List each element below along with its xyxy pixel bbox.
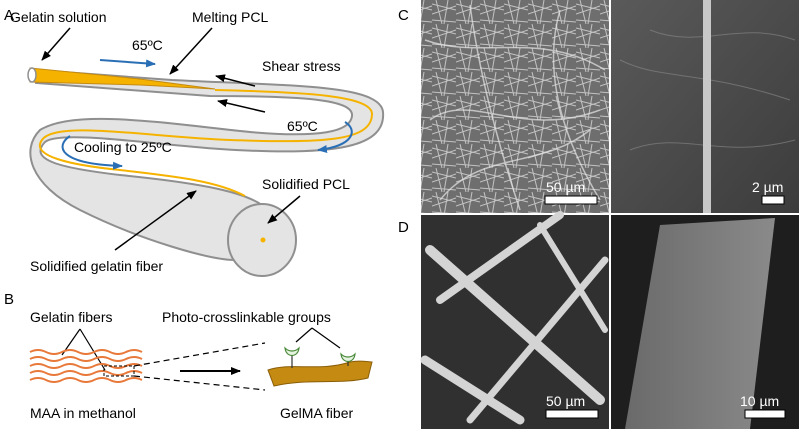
fiber-dot bbox=[260, 237, 266, 243]
label-maa: MAA in methanol bbox=[30, 405, 136, 421]
gelma-fiber-shape bbox=[267, 360, 373, 387]
zoom-line-top bbox=[133, 342, 266, 367]
arrow-melting-pcl bbox=[169, 27, 213, 75]
gelatin-fiber-line bbox=[38, 89, 374, 197]
label-gelatin-solution: Gelatin solution bbox=[10, 9, 107, 25]
label-gelatin-fibers: Gelatin fibers bbox=[30, 309, 112, 325]
panel-letter-a: A bbox=[4, 7, 14, 24]
scalebar-c-right-label: 2 µm bbox=[752, 179, 783, 195]
flow-arrow-cooling bbox=[61, 135, 123, 170]
label-shear-stress: Shear stress bbox=[262, 58, 341, 74]
scalebar-c-left bbox=[544, 195, 598, 205]
label-gelma: GelMA fiber bbox=[280, 405, 353, 421]
label-cooling: Cooling to 25ºC bbox=[74, 139, 172, 155]
sem-wide-fiber bbox=[625, 218, 775, 429]
label-photo-groups: Photo-crosslinkable groups bbox=[162, 309, 331, 325]
panel-letter-c: C bbox=[398, 7, 409, 24]
label-melting-pcl: Melting PCL bbox=[192, 9, 268, 25]
sem-fibers-d-left bbox=[420, 211, 609, 425]
scalebar-c-right bbox=[761, 195, 785, 205]
label-solidified-gelatin-fiber: Solidified gelatin fiber bbox=[30, 258, 163, 274]
tube-opening bbox=[27, 67, 37, 83]
panel-d: D 50 µm 10 µm bbox=[398, 211, 799, 429]
panel-c: C 50 µm 2 µm bbox=[398, 0, 799, 213]
gelatin-fiber-bundle bbox=[29, 349, 143, 383]
arrow-shear-top bbox=[215, 74, 256, 87]
panel-a: A Gelatin solution Melting PCL 65ºC Shea… bbox=[4, 7, 385, 277]
sem-fibers-c-left bbox=[424, 4, 606, 211]
flow-arrow-right bbox=[317, 121, 353, 153]
scalebar-d-left-label: 50 µm bbox=[546, 393, 585, 409]
label-temp-top: 65ºC bbox=[132, 37, 163, 53]
crosslink-group-2 bbox=[340, 352, 356, 366]
arrow-solidified-fiber bbox=[114, 190, 197, 251]
flow-arrow-top bbox=[99, 59, 156, 68]
zoom-box bbox=[103, 365, 135, 377]
pointer-groups-2 bbox=[311, 327, 341, 349]
arrow-shear-middle bbox=[217, 99, 266, 113]
crosslink-group-1 bbox=[284, 346, 300, 368]
scalebar-d-right bbox=[744, 409, 786, 419]
zoom-line-bottom bbox=[133, 375, 266, 391]
arrow-solidified-pcl bbox=[267, 195, 301, 224]
panel-letter-b: B bbox=[4, 291, 14, 308]
scalebar-c-left-label: 50 µm bbox=[546, 179, 585, 195]
label-temp-right: 65ºC bbox=[287, 118, 318, 134]
scalebar-d-right-label: 10 µm bbox=[740, 393, 779, 409]
sem-single-fiber bbox=[703, 0, 711, 213]
panel-letter-d: D bbox=[398, 219, 409, 236]
pointer-groups-1 bbox=[295, 327, 313, 343]
tube-body bbox=[29, 68, 385, 262]
sem-image-c-left bbox=[421, 0, 609, 213]
label-solidified-pcl: Solidified PCL bbox=[262, 176, 350, 192]
scalebar-d-left bbox=[545, 409, 599, 419]
arrow-gelatin-solution bbox=[41, 27, 71, 61]
panel-b: B Gelatin fibers Photo-crosslinkable gro… bbox=[4, 291, 373, 421]
